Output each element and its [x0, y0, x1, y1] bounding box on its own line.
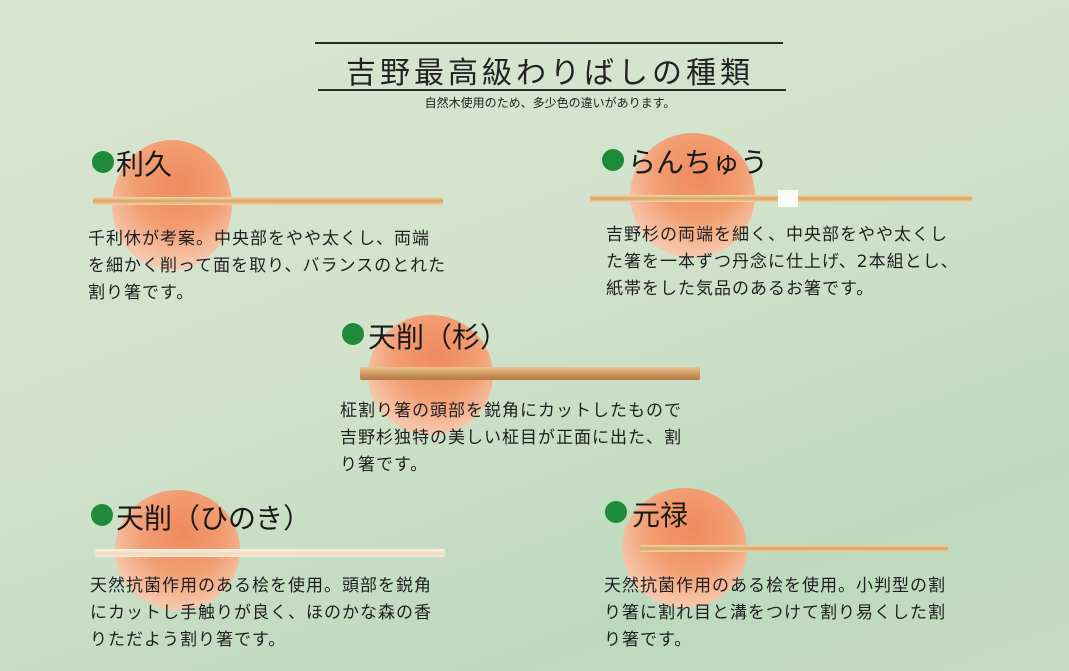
- item-description-rikyu: 千利休が考案。中央部をやや太くし、両端 を細かく削って面を取り、バランスのとれた…: [88, 226, 446, 307]
- green-bullet-icon: [92, 151, 114, 173]
- description-line: 割り箸です。: [88, 283, 195, 303]
- description-line: り箸に割れ目と溝をつけて割り易くした割: [604, 603, 946, 623]
- description-line: 柾割り箸の頭部を鋭角にカットしたもので: [340, 401, 682, 421]
- description-line: 天然抗菌作用のある桧を使用。小判型の割: [604, 576, 946, 596]
- description-line: 千利休が考案。中央部をやや太くし、両端: [88, 229, 430, 249]
- description-line: 吉野杉独特の美しい柾目が正面に出た、割: [340, 428, 682, 448]
- item-description-tensoge-sugi: 柾割り箸の頭部を鋭角にカットしたもので 吉野杉独特の美しい柾目が正面に出た、割 …: [340, 398, 682, 479]
- description-line: り箸です。: [604, 630, 693, 650]
- description-line: り箸です。: [340, 455, 429, 475]
- decorative-circle: [112, 140, 232, 270]
- item-name-tensoge-sugi: 天削（杉）: [368, 321, 509, 354]
- chopstick-image-genroku: [640, 545, 948, 552]
- chopstick-image-rikyu: [93, 197, 443, 205]
- description-line: た箸を一本ずつ丹念に仕上げ、2本組とし、: [606, 252, 959, 272]
- paper-band: [778, 190, 798, 207]
- page-subtitle: 自然木使用のため、多少色の違いがあります。: [424, 96, 676, 110]
- green-bullet-icon: [91, 504, 113, 526]
- description-line: 吉野杉の両端を細く、中央部をやや太くし: [606, 225, 948, 245]
- chopstick-image-tensoge-hinoki: [95, 549, 445, 557]
- green-bullet-icon: [602, 149, 624, 171]
- page-title: 吉野最高級わりばしの種類: [346, 56, 754, 91]
- description-line: にカットし手触りが良く、ほのかな森の香: [90, 603, 432, 623]
- item-name-genroku: 元禄: [632, 499, 689, 532]
- item-description-ranchuu: 吉野杉の両端を細く、中央部をやや太くし た箸を一本ずつ丹念に仕上げ、2本組とし、…: [606, 222, 959, 303]
- item-description-genroku: 天然抗菌作用のある桧を使用。小判型の割 り箸に割れ目と溝をつけて割り易くした割 …: [604, 573, 946, 654]
- item-name-tensoge-hinoki: 天削（ひのき）: [116, 502, 312, 535]
- item-name-ranchuu: らんちゅう: [628, 146, 769, 179]
- description-line: 天然抗菌作用のある桧を使用。頭部を鋭角: [90, 576, 432, 596]
- title-bottom-rule: [318, 89, 786, 91]
- description-line: を細かく削って面を取り、バランスのとれた: [88, 256, 447, 276]
- description-line: 紙帯をした気品のあるお箸です。: [606, 279, 875, 299]
- title-top-rule: [315, 42, 783, 44]
- green-bullet-icon: [605, 501, 627, 523]
- green-bullet-icon: [342, 323, 364, 345]
- chopstick-image-tensoge-sugi: [360, 367, 700, 380]
- item-name-rikyu: 利久: [116, 148, 173, 181]
- description-line: りただよう割り箸です。: [90, 630, 287, 650]
- item-description-tensoge-hinoki: 天然抗菌作用のある桧を使用。頭部を鋭角 にカットし手触りが良く、ほのかな森の香 …: [90, 573, 432, 654]
